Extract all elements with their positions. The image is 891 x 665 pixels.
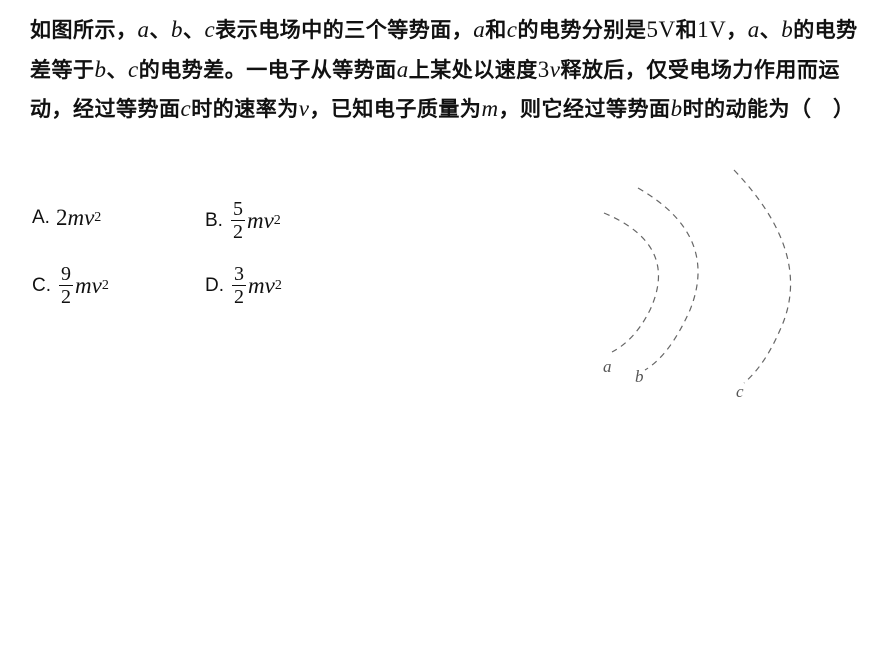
math-variable: b: [670, 96, 683, 121]
numerator: 3: [232, 263, 246, 286]
question-segment: 上某处以速度: [408, 56, 538, 82]
option-a-var: mv: [67, 205, 95, 230]
label-b: b: [635, 367, 644, 386]
question-segment: 1V: [697, 17, 727, 42]
question-segment: 如图所示，: [30, 17, 138, 42]
math-variable: v: [298, 96, 310, 121]
equipotential-a: [603, 212, 659, 353]
math-variable: c: [180, 96, 192, 121]
option-c-exp: 2: [101, 277, 109, 293]
math-variable: c: [204, 17, 216, 42]
question-segment: 、: [183, 17, 205, 42]
question-segment: 、: [106, 56, 128, 82]
option-d-var: mv: [248, 272, 275, 298]
option-d-label: D.: [205, 274, 224, 296]
math-variable: b: [781, 17, 794, 42]
denominator: 2: [61, 286, 71, 308]
equipotential-b: [637, 187, 699, 371]
question-segment: 时的动能为（ ）: [682, 96, 855, 121]
math-variable: v: [549, 56, 561, 82]
question-segment: 5V: [646, 17, 676, 42]
option-a-label: A.: [32, 207, 50, 228]
math-variable: m: [481, 96, 499, 121]
math-variable: c: [506, 17, 518, 42]
math-variable: a: [137, 17, 150, 42]
numerator: 5: [230, 198, 245, 221]
question-segment: 释放后，仅受电场力作用而运动，经过等势面: [30, 56, 840, 122]
math-variable: c: [128, 56, 139, 82]
question-segment: 、: [759, 17, 782, 42]
numerator: 9: [59, 263, 73, 286]
label-c: c: [736, 382, 744, 401]
math-variable: a: [747, 17, 760, 42]
equipotential-c: [733, 169, 792, 384]
math-variable: b: [171, 17, 183, 42]
denominator: 2: [234, 286, 244, 308]
option-c-var: mv: [75, 272, 102, 298]
option-b-exp: 2: [273, 212, 281, 228]
math-variable: b: [94, 56, 107, 82]
question-segment: ，: [726, 17, 748, 42]
question-segment: 时的速率为: [191, 96, 299, 121]
question-segment: 的电势差。一电子从等势面: [138, 56, 397, 82]
math-variable: a: [396, 56, 409, 82]
option-b-var: mv: [246, 207, 274, 233]
option-a-exp: 2: [94, 210, 102, 225]
question-segment: 表示电场中的三个等势面，: [215, 17, 474, 42]
question-segment: 和: [675, 17, 698, 42]
question-segment: 的电势分别是: [517, 17, 647, 42]
question-segment: ，则它经过等势面: [498, 96, 671, 121]
question-text: 如图所示，a、b、c表示电场中的三个等势面，a和c的电势分别是5V和1V，a、b…: [30, 10, 875, 129]
option-d-exp: 2: [274, 277, 282, 293]
question-segment: ，已知电子质量为: [309, 96, 482, 121]
math-variable: a: [473, 17, 486, 42]
option-a-coef: 2: [55, 205, 68, 230]
question-segment: 和: [485, 17, 507, 42]
question-segment: 的电势差等于: [30, 17, 858, 82]
option-c-label: C.: [32, 274, 51, 296]
option-b-label: B.: [205, 209, 223, 231]
question-segment: 3: [537, 56, 550, 82]
denominator: 2: [232, 221, 243, 243]
label-a: a: [603, 357, 612, 376]
question-segment: 、: [149, 17, 171, 42]
